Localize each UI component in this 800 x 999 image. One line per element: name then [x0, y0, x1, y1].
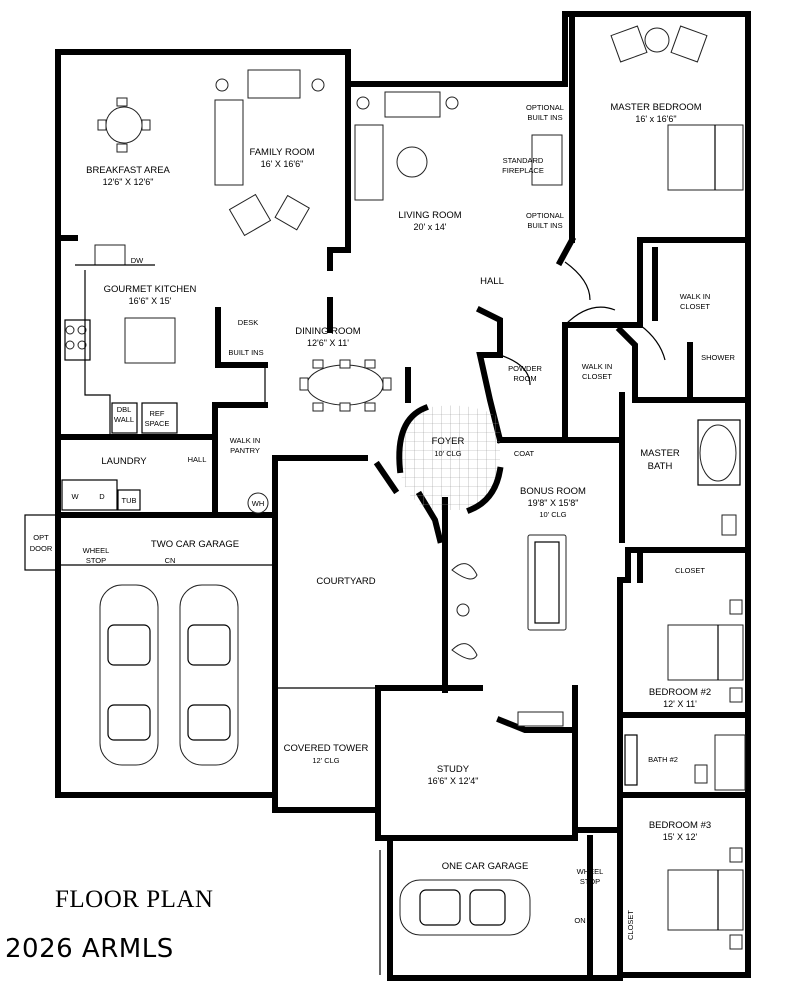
bonus-room-name: BONUS ROOM [520, 486, 586, 497]
kitchen-name: GOURMET KITCHEN [104, 284, 197, 295]
space-label: SPACE [145, 419, 170, 428]
dishwasher-label: DW [131, 256, 144, 265]
two-car-garage-name: TWO CAR GARAGE [151, 539, 239, 550]
foyer-name: FOYER [432, 436, 465, 447]
builtins-label-2: BUILT INS [527, 221, 562, 230]
covered-tower-name: COVERED TOWER [284, 743, 369, 754]
room-labels: BREAKFAST AREA 12'6" X 12'6" FAMILY ROOM… [86, 102, 711, 872]
dryer-label: D [99, 492, 105, 501]
optional-label-1: OPTIONAL [526, 103, 564, 112]
hall-label-center: HALL [480, 276, 504, 287]
closet-b3-label: CLOSET [626, 910, 635, 940]
closet-b2-label: CLOSET [675, 566, 705, 575]
tub-label: TUB [122, 496, 137, 505]
study-dim: 16'6" X 12'4" [428, 776, 479, 786]
master-bedroom-name: MASTER BEDROOM [610, 102, 701, 113]
wheel-stop-2b: STOP [580, 877, 600, 886]
water-heater-label: WH [252, 499, 265, 508]
laundry-name: LAUNDRY [101, 456, 147, 467]
exterior-walls [55, 11, 751, 981]
study-name: STUDY [437, 764, 470, 775]
bedroom2-name: BEDROOM #2 [649, 687, 711, 698]
opt-label: OPT [33, 533, 49, 542]
wheel-stop-1b: STOP [86, 556, 106, 565]
door-swings [70, 51, 666, 689]
wheel-stop-1a: WHEEL [83, 546, 110, 555]
bedroom2-dim: 12' X 11' [663, 699, 697, 709]
garage-openings [24, 514, 381, 975]
bath2-name: BATH #2 [648, 755, 678, 764]
breakfast-area-dim: 12'6" X 12'6" [103, 177, 154, 187]
walkin-closet-top-1: WALK IN [680, 292, 711, 301]
room-label: ROOM [513, 374, 536, 383]
builtins-label-1: BUILT INS [527, 113, 562, 122]
walkin-closet-mid-2: CLOSET [582, 372, 612, 381]
builtins-dining-label: BUILT INS [228, 348, 263, 357]
walkin-pantry-label-2: PANTRY [230, 446, 260, 455]
one-car-garage-name: ONE CAR GARAGE [442, 861, 529, 872]
ref-label: REF [150, 409, 165, 418]
breakfast-area-name: BREAKFAST AREA [86, 165, 170, 176]
fireplace-label: FIREPLACE [502, 166, 544, 175]
bonus-room-dim: 19'8" X 15'8" [528, 498, 579, 508]
furniture [61, 25, 746, 950]
annotation-labels: DW OPTIONAL BUILT INS STANDARD FIREPLACE… [30, 103, 736, 940]
dbl-label: DBL [117, 405, 132, 414]
desk-label: DESK [238, 318, 258, 327]
courtyard-name: COURTYARD [316, 576, 375, 587]
covered-tower-dim: 12' CLG [312, 756, 339, 765]
foyer-floor [396, 404, 504, 514]
dining-room-name: DINING ROOM [295, 326, 361, 337]
master-bedroom-dim: 16' x 16'6" [635, 114, 676, 124]
living-room-name: LIVING ROOM [398, 210, 461, 221]
shower-label: SHOWER [701, 353, 735, 362]
standard-label: STANDARD [503, 156, 544, 165]
floor-plan-title: FLOOR PLAN [55, 886, 214, 913]
walkin-closet-mid-1: WALK IN [582, 362, 613, 371]
foyer-dim: 10' CLG [434, 449, 461, 458]
door-label: DOOR [30, 544, 53, 553]
family-room-dim: 16' X 16'6" [261, 159, 304, 169]
cn-label: CN [165, 556, 176, 565]
family-room-name: FAMILY ROOM [249, 147, 314, 158]
hall-label-left: HALL [188, 455, 207, 464]
wall-label: WALL [114, 415, 134, 424]
wheel-stop-2a: WHEEL [577, 867, 604, 876]
walkin-pantry-label-1: WALK IN [230, 436, 261, 445]
bedroom3-dim: 15' X 12' [663, 832, 698, 842]
coat-label: COAT [514, 449, 535, 458]
master-bath-name: MASTER [640, 448, 680, 459]
walkin-closet-top-2: CLOSET [680, 302, 710, 311]
dining-room-dim: 12'6" X 11' [307, 338, 349, 348]
washer-label: W [71, 492, 79, 501]
bonus-room-clg: 10' CLG [539, 510, 566, 519]
living-room-dim: 20' x 14' [414, 222, 447, 232]
copyright-watermark: 2026 ARMLS [5, 934, 174, 964]
optional-label-2: OPTIONAL [526, 211, 564, 220]
kitchen-dim: 16'6" X 15' [129, 296, 172, 306]
bedroom3-name: BEDROOM #3 [649, 820, 711, 831]
powder-label: POWDER [508, 364, 542, 373]
master-bath-name2: BATH [648, 461, 673, 472]
on-label: ON [574, 916, 585, 925]
